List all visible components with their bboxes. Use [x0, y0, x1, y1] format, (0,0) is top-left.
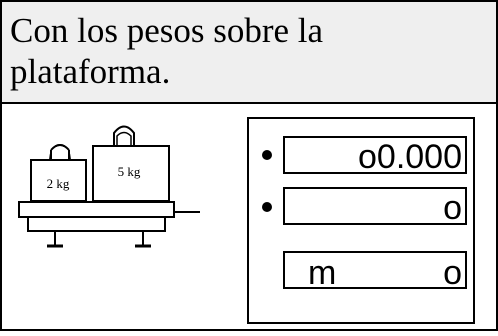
scale-platform	[18, 201, 175, 218]
display-readout-1: o0.000	[358, 138, 462, 176]
weight-label-5kg: 5 kg	[118, 164, 141, 179]
display-row-3	[283, 251, 467, 289]
display-row-1	[283, 136, 467, 174]
caption-background	[0, 0, 498, 103]
indicator-led-1	[262, 150, 272, 160]
scale-illustration: 2 kg 5 kg	[18, 125, 200, 248]
display-readout-2: o	[443, 189, 462, 227]
instruction-caption: Con los pesos sobre la plataforma.	[10, 11, 324, 91]
weight-body	[30, 159, 87, 202]
display-row-2	[283, 187, 467, 225]
weight-handle	[113, 125, 135, 146]
display-readout-3-left: m	[308, 254, 336, 292]
weight-body	[92, 145, 170, 202]
display-readout-3-right: o	[443, 254, 462, 292]
weight-label-2kg: 2 kg	[47, 176, 70, 191]
indicator-led-2	[262, 202, 272, 212]
weight-5kg: 5 kg	[92, 125, 170, 202]
scale-base	[27, 216, 166, 232]
weight-2kg: 2 kg	[30, 143, 87, 202]
indicator-panel: o0.000 o m o	[247, 117, 475, 324]
